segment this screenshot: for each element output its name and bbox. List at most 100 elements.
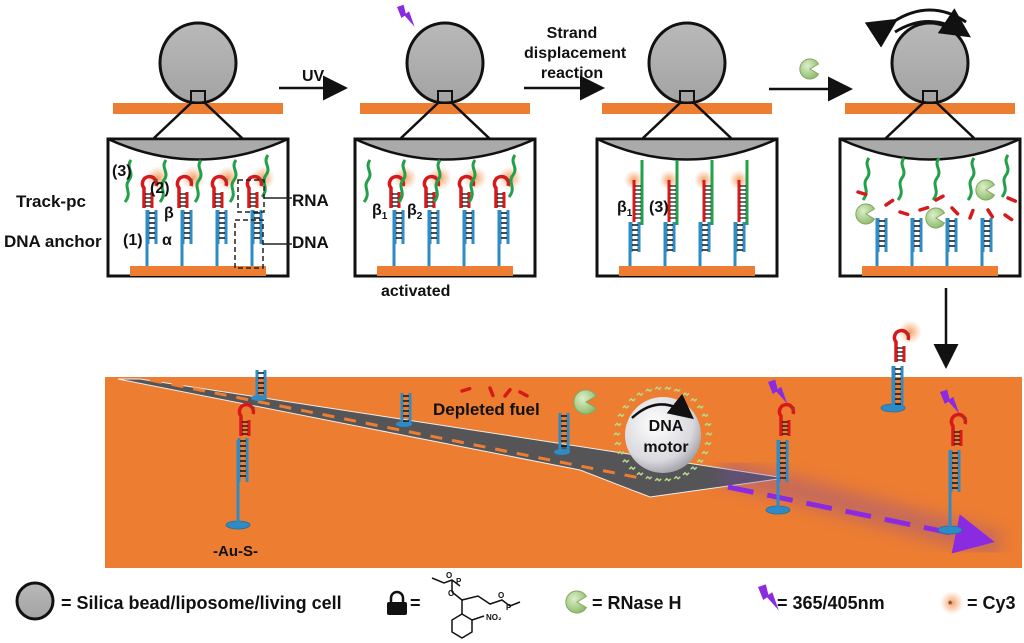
structure-atom: P: [506, 603, 512, 612]
track-strand: [507, 154, 517, 198]
surface-bar: [602, 103, 772, 114]
p2-beta1-sub: 1: [381, 211, 388, 223]
legend-silica-bead-icon: [15, 581, 55, 621]
p1-label-dna: DNA: [292, 233, 329, 252]
depleted-fuel-label: Depleted fuel: [433, 400, 540, 419]
dna-anchor: [875, 218, 888, 266]
track-strand: [931, 157, 941, 201]
structure-bond: [471, 615, 485, 621]
rna-fragment: [488, 386, 495, 398]
surface-bar: [113, 103, 283, 114]
p2-beta1-text: β: [372, 202, 382, 219]
track-strand: [966, 157, 976, 201]
rnase-h-icon: [799, 58, 820, 80]
rna-hairpin: *: [175, 166, 205, 208]
p2-label-beta2: β2: [407, 202, 422, 222]
structure-atom: O: [498, 591, 504, 600]
p2-beta2-text: β: [407, 202, 417, 219]
motor-track-strand: [664, 477, 672, 482]
dna-anchor: [663, 222, 676, 266]
gold-surface: [377, 266, 513, 276]
gold-surface: [862, 266, 998, 276]
zoom-region-box: [437, 90, 453, 104]
anchor-duplex: [216, 210, 228, 244]
rna-hairpin: *: [237, 402, 256, 436]
hairpin-loop: [237, 402, 256, 436]
rna-hairpin: *: [949, 412, 968, 446]
anchor-duplex: [699, 222, 711, 252]
hairpin-loop: [892, 328, 911, 362]
p2-caption: activated: [381, 283, 451, 300]
zoom-region-box: [679, 90, 695, 104]
gold-plane: [105, 377, 1022, 568]
zoom-line-right: [936, 102, 976, 140]
hairpin-loop: [492, 174, 511, 208]
hairpin-loop: [210, 174, 229, 208]
zoom-region-box: [922, 90, 938, 104]
motor-track-strand: [628, 397, 636, 402]
depleted-track-road: [117, 378, 786, 498]
rnase-h-icon: [975, 179, 996, 201]
motor-track-strand: [645, 475, 653, 480]
zoom-line-left: [641, 102, 681, 140]
dna-anchor: [980, 218, 993, 266]
motor-track-strand: [664, 386, 672, 391]
road-center-dashes: [149, 378, 641, 480]
panel-1: ****: [106, 21, 292, 278]
p3-beta1-sub: 1: [626, 208, 633, 220]
anchor-duplex: [734, 222, 746, 252]
anchor-duplex: [981, 218, 993, 252]
rna-hairpin: *: [777, 402, 796, 436]
motor-scene: * * * *: [105, 320, 1022, 568]
hairpin-loop: [175, 174, 194, 208]
rna-fragment: [898, 210, 910, 217]
cy3-star-icon: *: [906, 331, 910, 342]
cy3-star-icon: *: [224, 177, 228, 188]
dna-anchor: [392, 210, 405, 266]
legend-cy3-text: = Cy3: [967, 593, 1016, 613]
track-strand: [861, 157, 871, 201]
structure-bond: [431, 577, 461, 587]
rnase-h-icon: [573, 389, 597, 415]
rna-fragment: [856, 190, 868, 197]
rna-fragment: [884, 198, 895, 207]
rna-hairpin: *: [892, 320, 922, 362]
anchor-duplex: [498, 210, 510, 244]
rotate-arrow-right: [894, 8, 971, 38]
motor-track-strand: [636, 471, 644, 476]
anchor-duplex: [393, 210, 405, 244]
rna-fragment: [950, 206, 960, 216]
zoom-box: [353, 137, 537, 278]
rna-fragment: [918, 205, 930, 212]
hairpin-loop: [140, 174, 159, 208]
rna-fragment: [518, 390, 529, 398]
motor-track-strand: [673, 475, 681, 480]
arrow2-label-line2: displacement: [524, 45, 627, 62]
cy3-star-icon: *: [791, 405, 795, 416]
motor-track-strand: [701, 450, 709, 455]
track-strand: [467, 159, 477, 203]
structure-atom: P: [456, 577, 462, 586]
dna-anchor: [497, 210, 510, 266]
dna-anchor: [910, 218, 923, 266]
p1-label-1: (1): [123, 232, 143, 249]
cy3-star-icon: *: [251, 405, 255, 416]
anchor-duplex: [911, 218, 923, 252]
track-strand: [260, 154, 270, 198]
bead-surface: [596, 137, 778, 161]
zoom-line-left: [884, 102, 924, 140]
legend-silica-text: = Silica bead/liposome/living cell: [61, 593, 342, 613]
cy3-star-icon: *: [506, 177, 510, 188]
anchor-pad: [251, 395, 267, 401]
motor-track-strand: [690, 397, 698, 402]
arrow1-label: UV: [302, 68, 325, 85]
dna-anchor: [698, 222, 711, 266]
motor-track-strand: [645, 388, 653, 393]
motor-track-strand: [654, 477, 662, 482]
dna-motor-line2: motor: [643, 439, 689, 456]
hairpin-loop: [777, 402, 796, 436]
legend-cy3-glow: [940, 591, 964, 615]
motor-track-strand: [628, 466, 636, 471]
hairpin-loop: [245, 174, 264, 208]
